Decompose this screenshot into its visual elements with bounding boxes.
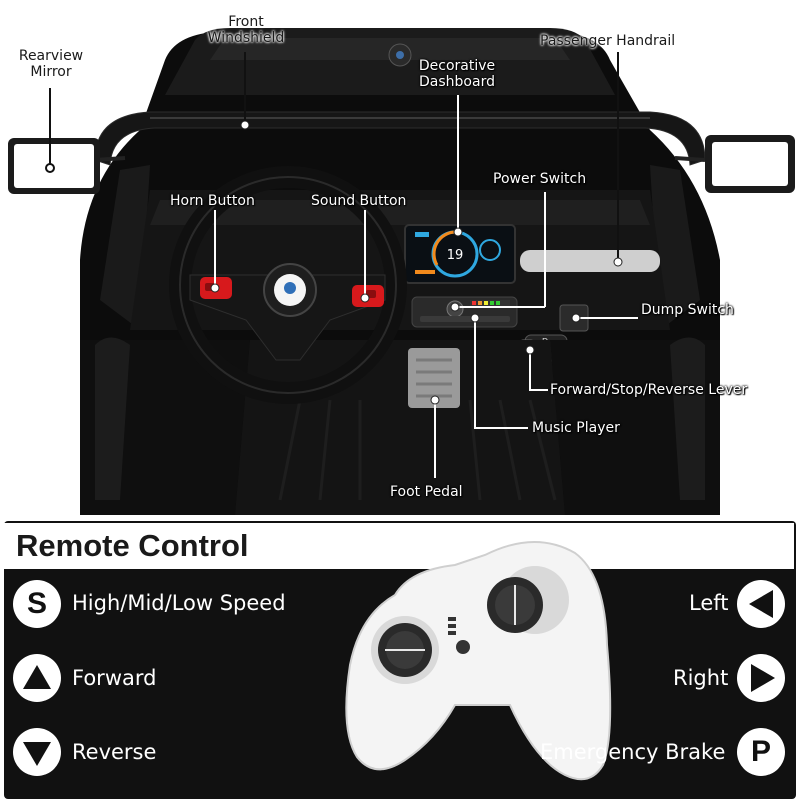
left-triangle-icon xyxy=(737,580,785,628)
up-triangle-icon xyxy=(13,654,61,702)
remote-title: Remote Control xyxy=(16,528,249,563)
remote-title-bar: Remote Control xyxy=(4,523,794,569)
down-triangle-icon xyxy=(13,728,61,776)
callout-forward-stop-reverse-lever: Forward/Stop/Reverse Lever xyxy=(550,382,748,398)
callout-power-switch: Power Switch xyxy=(493,171,587,187)
right-triangle-icon xyxy=(737,654,785,702)
remote-control-section: Remote Control S High/Mid/Low Speed Forw… xyxy=(0,515,800,800)
vehicle-cockpit-image: 19 D P R xyxy=(8,28,795,515)
callout-decorative-dashboard: Decorative Dashboard xyxy=(418,58,496,90)
vehicle-illustration: 19 D P R xyxy=(8,14,795,515)
callout-front-windshield: Front Windshield xyxy=(207,14,285,46)
remote-label-left: Left xyxy=(689,591,729,615)
remote-label-speed: High/Mid/Low Speed xyxy=(72,591,286,615)
callout-horn-button: Horn Button xyxy=(170,193,255,209)
remote-label-reverse: Reverse xyxy=(72,740,157,764)
s-letter-icon: S xyxy=(13,580,61,628)
callout-foot-pedal: Foot Pedal xyxy=(390,484,463,500)
s-letter-symbol: S xyxy=(26,587,47,620)
callout-dump-switch: Dump Switch xyxy=(641,302,734,318)
dashboard-speed-readout: 19 xyxy=(447,248,464,263)
callout-sound-button: Sound Button xyxy=(311,193,407,209)
p-letter-symbol: P xyxy=(750,735,771,768)
callout-rearview-mirror: Rearview Mirror xyxy=(18,48,84,80)
p-letter-icon: P xyxy=(737,728,785,776)
remote-label-right: Right xyxy=(673,666,729,690)
callout-music-player: Music Player xyxy=(532,420,620,436)
remote-controller-image xyxy=(345,541,612,781)
remote-label-emergency-brake: Emergency Brake xyxy=(540,740,726,764)
callout-passenger-handrail: Passenger Handrail xyxy=(540,33,676,49)
remote-label-forward: Forward xyxy=(72,666,157,690)
